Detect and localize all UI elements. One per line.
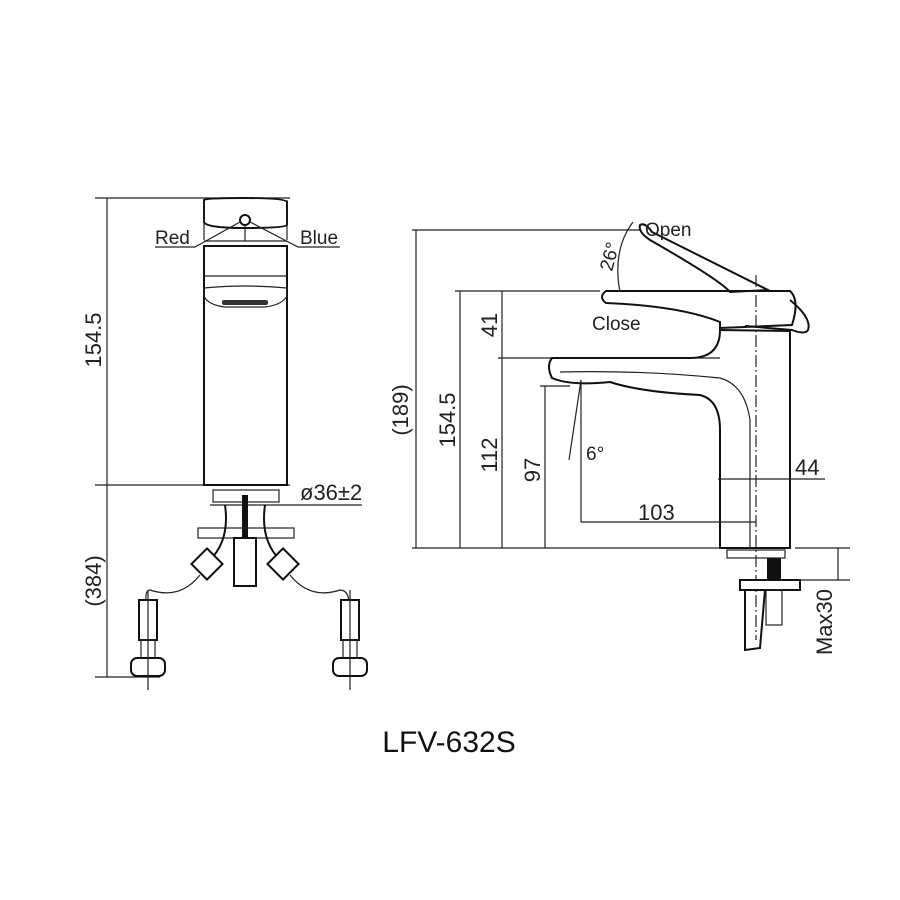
max-counter-dimension: Max30 (812, 589, 837, 655)
body-depth-dimension: 44 (795, 455, 819, 480)
side-body (548, 328, 791, 549)
hose-length-dimension: (384) (81, 555, 106, 606)
front-body (203, 245, 288, 486)
reach-dimension: 103 (638, 500, 675, 525)
blue-label: Blue (300, 228, 338, 249)
front-handle (203, 196, 288, 230)
spout-height-dimension: 112 (477, 437, 502, 472)
model-title: LFV-632S (382, 726, 515, 759)
close-label: Close (592, 314, 641, 335)
front-height-dimension: 154.5 (81, 312, 106, 367)
spout-angle-label: 6° (586, 444, 604, 465)
open-angle-label: 26° (597, 240, 625, 273)
open-label: Open (645, 220, 691, 241)
lever-height-dimension: 41 (477, 313, 502, 337)
total-height-dimension: (189) (388, 384, 413, 435)
hole-diameter-dimension: ø36±2 (300, 480, 362, 505)
lever-open (638, 223, 772, 294)
red-label: Red (155, 228, 190, 249)
side-view: (189) 154.5 41 112 97 Open 26° Close 6° … (388, 220, 850, 655)
side-height-dimension: 154.5 (435, 392, 460, 447)
indicator-dot (239, 214, 251, 226)
outlet-height-dimension: 97 (520, 458, 545, 482)
front-view: Red Blue 154.5 (384) ø36±2 (81, 196, 368, 690)
